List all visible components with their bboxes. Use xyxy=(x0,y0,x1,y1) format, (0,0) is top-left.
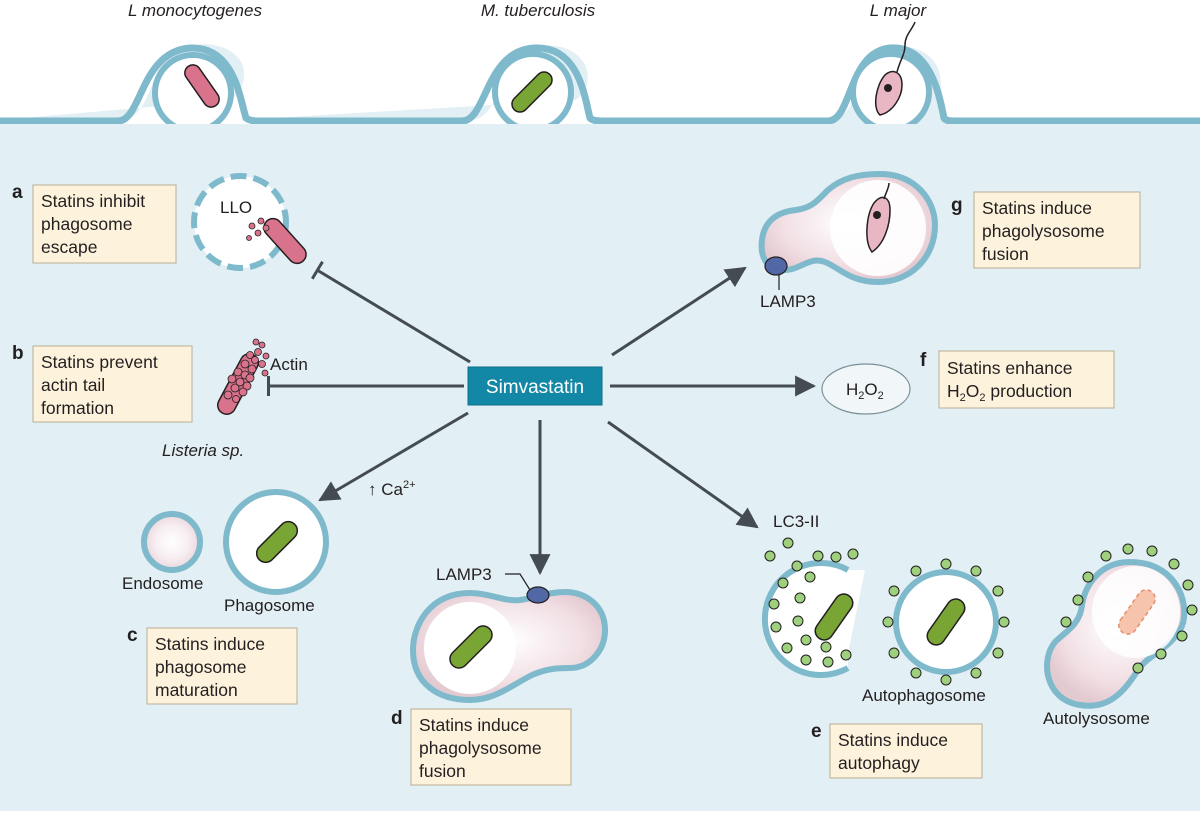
panel-b-line-3: formation xyxy=(41,398,114,418)
panel-a-box xyxy=(32,184,177,264)
llo-phagosome xyxy=(191,173,307,271)
mtb-bacterium-e2 xyxy=(926,598,966,646)
h2o2-bubble xyxy=(821,363,911,415)
panel-c-box xyxy=(146,627,298,705)
panel-d-letter: d xyxy=(391,708,403,729)
panel-b-box xyxy=(32,345,193,423)
panel-d-line-3: fusion xyxy=(419,761,466,781)
phagolysosome-d xyxy=(409,573,609,704)
simvastatin-label: Simvastatin xyxy=(486,377,584,398)
panel-a-letter: a xyxy=(12,182,23,203)
panel-b-line-2: actin tail xyxy=(41,375,105,395)
arrow-to-e xyxy=(607,420,759,529)
panel-g-line-2: phagolysosome xyxy=(982,221,1105,241)
organism-label-leishmania: L major xyxy=(870,1,928,20)
lamp3-label-d: LAMP3 xyxy=(436,565,492,584)
arrows xyxy=(267,260,817,576)
panel-e-line-1: Statins induce xyxy=(838,730,948,750)
panel-g-letter: g xyxy=(951,195,963,216)
mtb-bacterium-e1 xyxy=(814,593,854,641)
panel-a-line-1: Statins inhibit xyxy=(41,191,145,211)
organism-label-listeria: L monocytogenes xyxy=(128,1,262,20)
panel-d-line-2: phagolysosome xyxy=(419,738,542,758)
arrow-to-a xyxy=(310,260,471,364)
panel-a-line-2: phagosome xyxy=(41,214,132,234)
actin-tail xyxy=(223,338,270,403)
autophagosome-label: Autophagosome xyxy=(862,686,986,705)
panel-b-line-1: Statins prevent xyxy=(41,352,158,372)
panel-c-line-3: maturation xyxy=(155,680,238,700)
panel-b-letter: b xyxy=(12,343,24,364)
panel-e-box xyxy=(829,723,983,779)
calcium-label: ↑ Ca2+ xyxy=(368,479,416,499)
simvastatin-box xyxy=(467,366,603,406)
endosome xyxy=(141,511,203,573)
panel-a-line-3: escape xyxy=(41,237,97,257)
listeria-species-label: Listeria sp. xyxy=(162,441,244,460)
panel-d-box xyxy=(410,708,572,786)
panel-f-line-1: Statins enhance xyxy=(947,358,1073,378)
listeria-bacterium xyxy=(184,64,220,108)
lc3-dots-3 xyxy=(1060,543,1198,674)
lc3-dots-1 xyxy=(764,537,859,668)
panel-c-line-2: phagosome xyxy=(155,657,246,677)
phagosome-label: Phagosome xyxy=(224,596,315,615)
panel-g-line-1: Statins induce xyxy=(982,198,1092,218)
lamp3-protein-d xyxy=(526,586,550,604)
organism-label-mtb: M. tuberculosis xyxy=(481,1,596,20)
leishmania-parasite xyxy=(874,21,916,116)
lamp3-label-g: LAMP3 xyxy=(760,292,816,311)
arrow-to-c xyxy=(318,411,469,502)
degraded-bacterium xyxy=(1118,589,1156,635)
mtb-bacterium xyxy=(511,71,553,113)
listeria-bacterium-a xyxy=(263,217,307,265)
actin-label: Actin xyxy=(270,355,308,374)
listeria-actin-tail xyxy=(216,338,270,415)
panel-f-line-2: H2O2 production xyxy=(947,381,1072,404)
lc3-dots-2 xyxy=(882,558,1010,686)
autolysosome-label: Autolysosome xyxy=(1043,709,1150,728)
endosome-label: Endosome xyxy=(122,574,203,593)
panel-g-line-3: fusion xyxy=(982,244,1029,264)
panel-e-line-2: autophagy xyxy=(838,753,920,773)
panel-f-letter: f xyxy=(920,350,927,371)
mtb-bacterium-d xyxy=(449,625,493,669)
panel-e-letter: e xyxy=(811,721,822,742)
panel-c-line-1: Statins induce xyxy=(155,634,265,654)
panel-c-letter: c xyxy=(127,625,138,646)
arrow-to-g xyxy=(611,266,747,357)
phagolysosome-g xyxy=(758,170,939,290)
lamp3-protein-g xyxy=(764,256,788,276)
panel-g-box xyxy=(973,191,1141,269)
phagophore xyxy=(761,537,865,678)
panel-d-line-1: Statins induce xyxy=(419,715,529,735)
autophagosome xyxy=(882,558,1010,686)
h2o2-label: H2O2 xyxy=(846,380,884,402)
autolysosome xyxy=(1044,543,1198,709)
llo-label: LLO xyxy=(220,198,252,217)
mtb-bacterium-c xyxy=(255,520,299,564)
panel-f-box xyxy=(938,350,1115,409)
lc3-label: LC3-II xyxy=(773,512,819,531)
